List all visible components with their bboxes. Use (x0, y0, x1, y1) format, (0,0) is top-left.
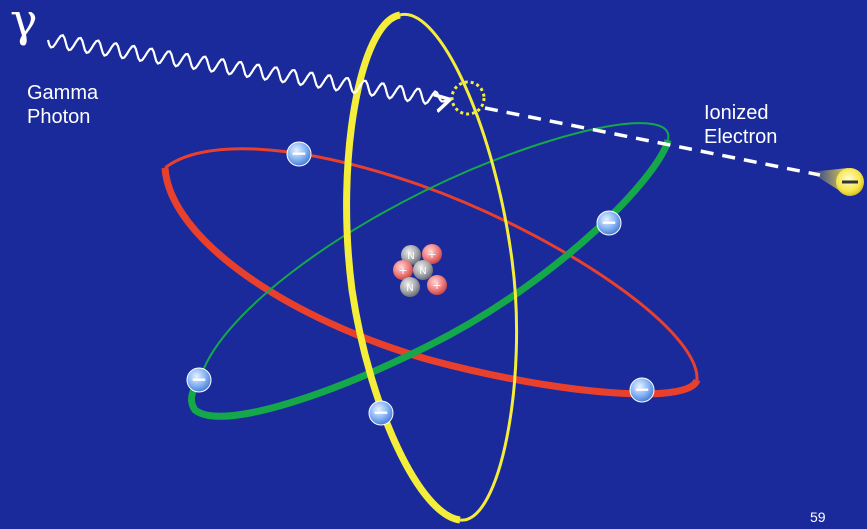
electron-icon: − (368, 400, 394, 426)
neutron-icon: N (400, 277, 420, 297)
orbit-green-front (187, 138, 672, 420)
proton-icon: + (393, 260, 413, 280)
electron-label-line2: Electron (704, 126, 778, 148)
proton-symbol: + (427, 248, 436, 261)
electron-minus-sign: − (601, 210, 618, 234)
vacancy-circle-icon (450, 80, 486, 116)
electron-minus-sign: − (291, 141, 308, 165)
proton-icon: + (422, 244, 442, 264)
electron-icon: − (286, 141, 312, 167)
ejected-electron-icon (810, 168, 864, 196)
dashed-trajectory-icon (484, 106, 821, 177)
orbit-yellow-left (343, 11, 461, 524)
proton-symbol: + (432, 279, 441, 292)
gamma-symbol: γ (10, 0, 38, 47)
orbit-red-back (164, 147, 699, 381)
nucleus: N + + N + N (393, 244, 447, 297)
orbit-yellow (343, 11, 518, 524)
neutron-symbol: N (406, 283, 413, 294)
gamma-photon-label: Gamma Photon (27, 81, 98, 129)
neutron-symbol: N (419, 266, 426, 277)
orbit-yellow-right (399, 13, 518, 522)
electron-icon: − (186, 367, 212, 393)
orbit-green (187, 122, 672, 420)
electron-minus-sign: − (373, 400, 390, 424)
slide-number: 59 (810, 509, 826, 525)
orbit-green-back (199, 122, 670, 381)
gamma-label-line1: Gamma (27, 82, 99, 104)
proton-icon: + (427, 275, 447, 295)
electron-icon: − (596, 210, 622, 236)
gamma-wave-icon (46, 34, 448, 103)
neutron-icon: N (401, 245, 421, 265)
electron-label-line1: Ionized (704, 102, 769, 124)
electron-minus-sign: − (191, 367, 208, 391)
electron-icon: − (629, 377, 655, 403)
orbital-electrons: − − − − − (186, 141, 655, 426)
neutron-symbol: N (407, 251, 414, 262)
gamma-label-line2: Photon (27, 106, 91, 128)
electron-minus-sign: − (634, 377, 651, 401)
ionized-electron-label: Ionized Electron (704, 101, 777, 149)
neutron-icon: N (413, 260, 433, 280)
proton-symbol: + (398, 264, 407, 277)
